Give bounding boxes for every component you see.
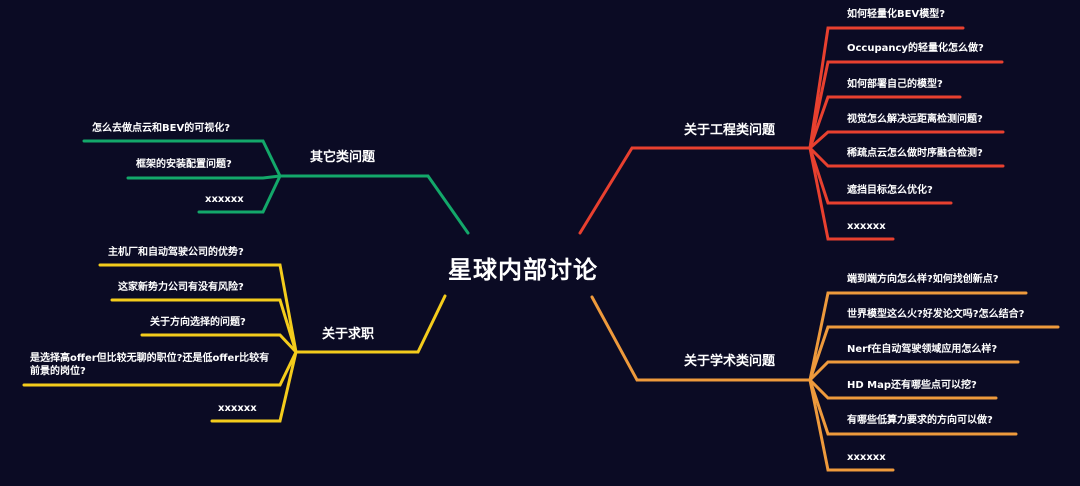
other-item-3: xxxxxx <box>205 194 244 205</box>
other-connectors <box>82 139 470 235</box>
academic-trunk <box>590 295 812 382</box>
academic-link-4 <box>808 378 998 400</box>
other-branch-label: 其它类问题 <box>310 150 376 165</box>
academic-link-2 <box>808 325 1060 382</box>
job-item-5: xxxxxx <box>218 403 257 414</box>
academic-item-5: 有哪些低算力要求的方向可以做? <box>847 415 993 426</box>
academic-item-6: xxxxxx <box>847 452 886 463</box>
engineering-item-1: 如何轻量化BEV模型? <box>847 9 945 20</box>
engineering-item-5: 稀疏点云怎么做时序融合检测? <box>847 148 983 159</box>
engineering-connectors <box>578 26 1005 241</box>
engineering-link-7 <box>808 146 895 241</box>
job-link-5 <box>210 350 298 423</box>
other-trunk <box>278 174 470 235</box>
academic-link-3 <box>808 360 1020 382</box>
academic-connectors <box>590 291 1060 472</box>
other-item-2: 框架的安装配置问题? <box>136 159 232 170</box>
engineering-link-5 <box>808 146 1005 168</box>
job-item-4: 是选择高offer但比较无聊的职位?还是低offer比较有前景的岗位? <box>30 353 270 377</box>
engineering-branch-label: 关于工程类问题 <box>684 123 776 138</box>
engineering-link-3 <box>808 95 962 150</box>
engineering-link-6 <box>808 146 953 205</box>
engineering-item-3: 如何部署自己的模型? <box>847 79 943 90</box>
engineering-trunk <box>578 146 812 235</box>
academic-link-5 <box>808 378 1018 436</box>
job-item-1: 主机厂和自动驾驶公司的优势? <box>108 247 244 258</box>
job-branch-label: 关于求职 <box>322 327 375 342</box>
engineering-item-4: 视觉怎么解决远距离检测问题? <box>847 114 983 125</box>
other-link-3 <box>197 174 282 214</box>
academic-link-6 <box>808 378 895 472</box>
center-title: 星球内部讨论 <box>448 256 598 284</box>
engineering-item-2: Occupancy的轻量化怎么做? <box>847 43 984 54</box>
job-trunk <box>294 294 447 354</box>
engineering-link-4 <box>808 130 1005 150</box>
engineering-item-6: 遮挡目标怎么优化? <box>847 185 933 196</box>
academic-item-1: 端到端方向怎么样?如何找创新点? <box>847 274 999 285</box>
other-item-1: 怎么去做点云和BEV的可视化? <box>92 123 230 134</box>
job-link-2 <box>110 298 298 354</box>
academic-item-2: 世界模型这么火?好发论文吗?怎么结合? <box>847 309 1025 320</box>
job-link-1 <box>98 263 298 354</box>
job-link-4 <box>22 350 298 387</box>
job-item-3: 关于方向选择的问题? <box>150 317 246 328</box>
engineering-link-2 <box>808 60 1004 150</box>
engineering-item-7: xxxxxx <box>847 221 886 232</box>
academic-link-1 <box>808 291 1028 382</box>
job-connectors <box>22 263 447 423</box>
engineering-link-1 <box>808 26 965 150</box>
academic-item-4: HD Map还有哪些点可以挖? <box>847 380 977 391</box>
other-link-2 <box>126 174 282 180</box>
other-link-1 <box>82 139 282 178</box>
job-item-2: 这家新势力公司有没有风险? <box>118 282 244 293</box>
job-link-3 <box>140 333 298 354</box>
academic-branch-label: 关于学术类问题 <box>684 354 776 369</box>
academic-item-3: Nerf在自动驾驶领域应用怎么样? <box>847 344 998 355</box>
